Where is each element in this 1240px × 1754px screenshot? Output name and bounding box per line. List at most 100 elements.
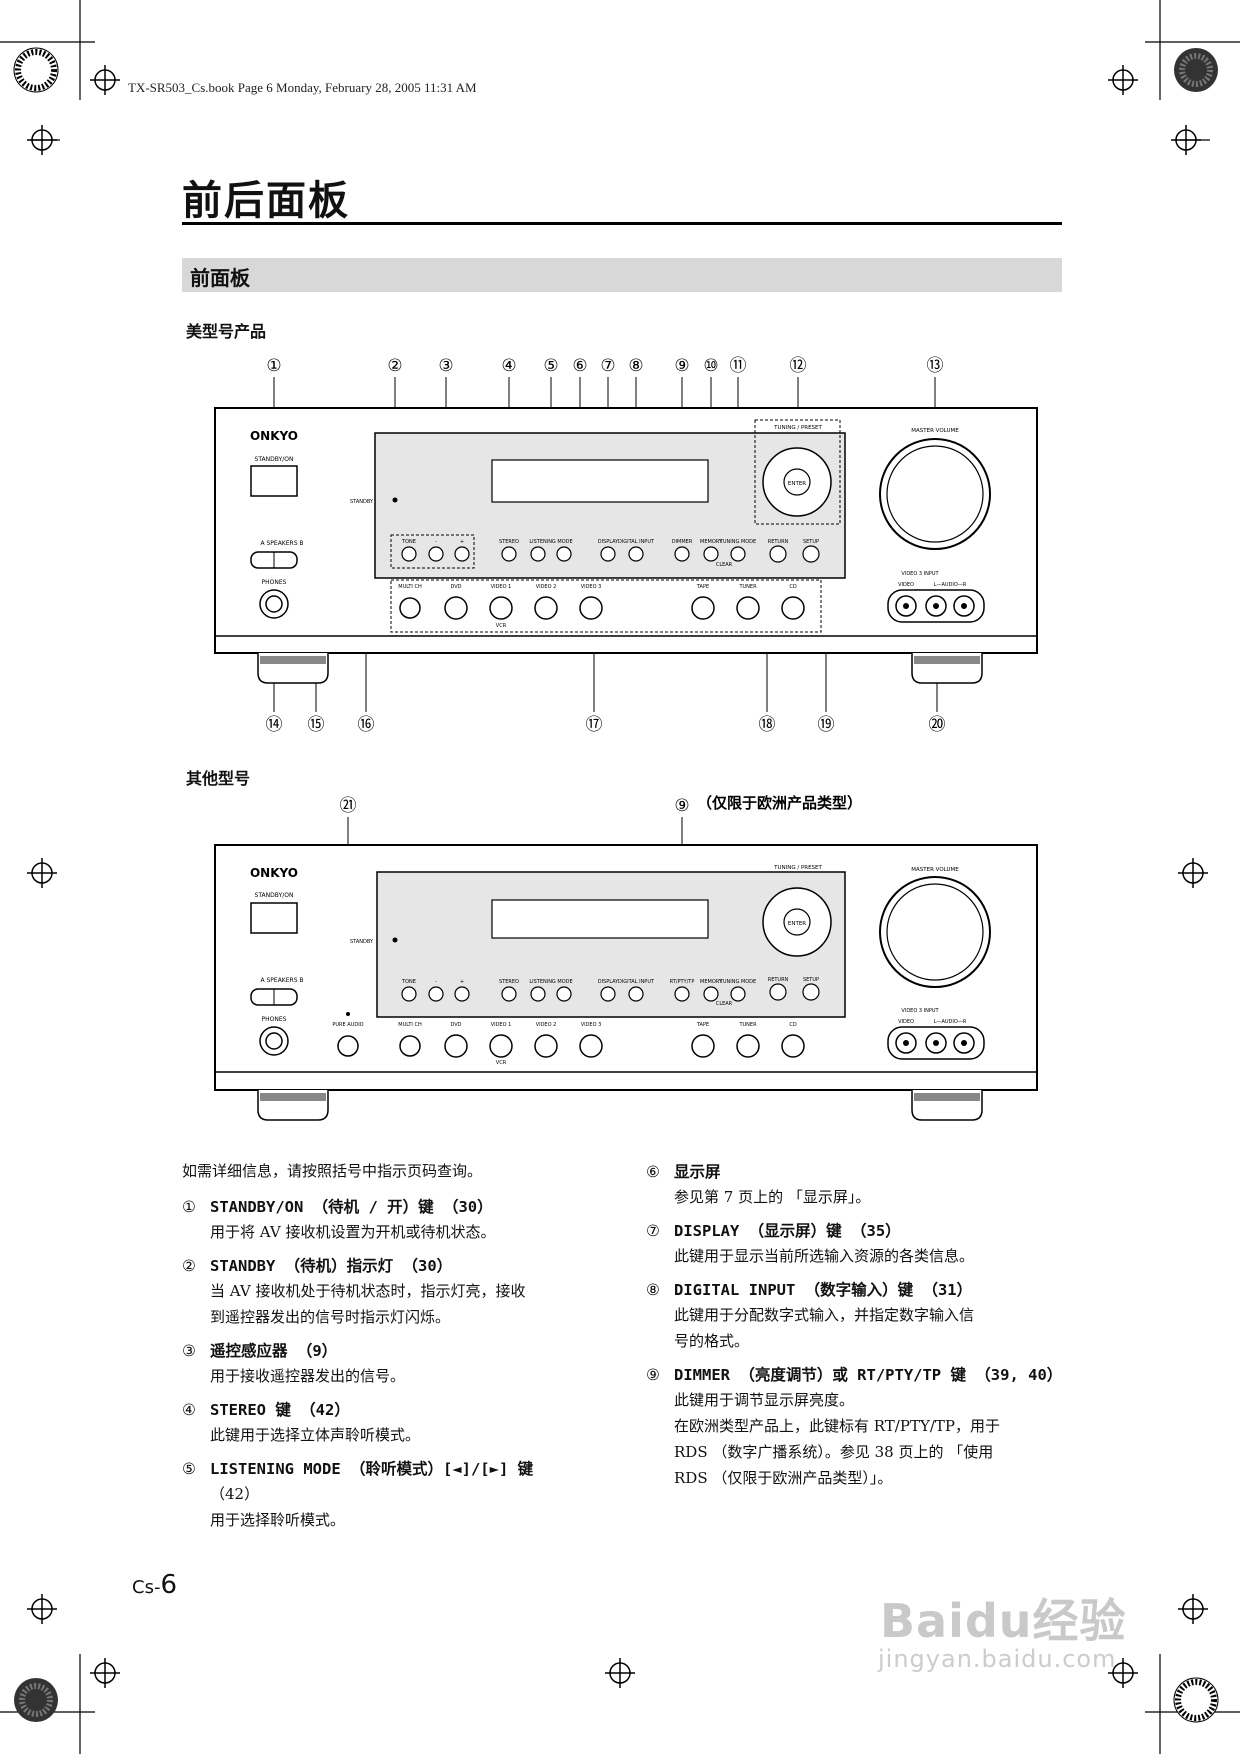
svg-text:A SPEAKERS B: A SPEAKERS B [260, 977, 303, 984]
page-number: Cs-6 [132, 1570, 177, 1600]
svg-text:DVD: DVD [450, 584, 461, 590]
enter-button[interactable] [783, 468, 811, 496]
callout-10: ⑩ [703, 356, 718, 376]
svg-text:VIDEO 2: VIDEO 2 [536, 584, 557, 590]
svg-text:ENTER: ENTER [788, 481, 806, 487]
svg-text:+: + [460, 539, 464, 545]
svg-text:DISPLAY: DISPLAY [598, 539, 619, 545]
svg-text:TUNER: TUNER [738, 1022, 757, 1028]
item-body: 参见第 7 页上的 「显示屏」。 [674, 1188, 871, 1206]
svg-text:VIDEO: VIDEO [898, 1019, 914, 1025]
svg-text:MULTI CH: MULTI CH [398, 584, 422, 590]
callout-9: ⑨ [674, 356, 689, 376]
svg-text:CD: CD [789, 584, 796, 590]
svg-text:SETUP: SETUP [803, 539, 819, 545]
starburst-mark-icon [13, 47, 1219, 1723]
svg-text:A SPEAKERS B: A SPEAKERS B [260, 540, 303, 547]
svg-text:MULTI CH: MULTI CH [398, 1022, 422, 1028]
svg-text:RT/PTY/TP: RT/PTY/TP [670, 979, 695, 985]
item-body: 此键用于选择立体声聆听模式。 [210, 1426, 421, 1444]
svg-text:VIDEO 3 INPUT: VIDEO 3 INPUT [901, 1008, 939, 1014]
callout-11: ⑪ [730, 356, 747, 376]
callout-16: ⑯ [358, 715, 375, 735]
book-page-info: TX-SR503_Cs.book Page 6 Monday, February… [128, 80, 477, 95]
svg-text:VIDEO 3: VIDEO 3 [581, 584, 602, 590]
svg-text:TUNING MODE: TUNING MODE [719, 539, 756, 545]
svg-text:L—AUDIO—R: L—AUDIO—R [934, 582, 967, 588]
svg-text:DIGITAL INPUT: DIGITAL INPUT [618, 539, 655, 545]
page-title: 前后面板 [182, 178, 350, 224]
svg-text:VIDEO 1: VIDEO 1 [491, 584, 512, 590]
standby-on-button[interactable] [250, 465, 298, 497]
section-bar [182, 258, 1062, 292]
svg-text:PHONES: PHONES [262, 1016, 287, 1023]
callout-13: ⑬ [927, 356, 944, 376]
svg-text:TONE: TONE [401, 979, 416, 985]
intro-text: 如需详细信息，请按照括号中指示页码查询。 [182, 1162, 483, 1180]
watermark: Baidu经验 [880, 1594, 1127, 1648]
callout-12: ⑫ [790, 356, 807, 376]
callout-15: ⑮ [308, 715, 325, 735]
svg-text:DVD: DVD [450, 1022, 461, 1028]
input-buttons[interactable] [399, 596, 805, 620]
watermark-url: jingyan.baidu.com [878, 1645, 1117, 1673]
callout-21: ㉑ [340, 796, 357, 816]
callout-18: ⑱ [759, 715, 776, 735]
callout-5: ⑤ [543, 356, 558, 376]
svg-text:-: - [435, 979, 437, 985]
registration-target-icon [27, 65, 1208, 1688]
svg-text:VCR: VCR [496, 1060, 507, 1066]
svg-text:-: - [435, 539, 437, 545]
svg-text:VIDEO 3: VIDEO 3 [581, 1022, 602, 1028]
svg-text:STANDBY: STANDBY [350, 939, 374, 945]
title-rule [182, 222, 1062, 225]
svg-text:TUNING MODE: TUNING MODE [719, 979, 756, 985]
pure-audio-button[interactable] [337, 1035, 359, 1057]
item-body: 此键用于分配数字式输入，并指定数字输入信号的格式。 [674, 1306, 975, 1350]
svg-text:PURE AUDIO: PURE AUDIO [332, 1022, 363, 1028]
svg-text:+: + [460, 979, 464, 985]
svg-text:VCR: VCR [496, 623, 507, 629]
us-model-label: 美型号产品 [186, 322, 267, 341]
callout-7: ⑦ [600, 356, 615, 376]
svg-text:DISPLAY: DISPLAY [598, 979, 619, 985]
svg-text:VIDEO 3 INPUT: VIDEO 3 INPUT [901, 571, 939, 577]
svg-text:VIDEO 1: VIDEO 1 [491, 1022, 512, 1028]
callout-9-eu: ⑨ [674, 796, 689, 816]
callout-9-note: （仅限于欧洲产品类型） [697, 794, 862, 812]
phones-jack[interactable] [259, 589, 289, 619]
callout-17: ⑰ [586, 715, 603, 735]
front-buttons[interactable] [401, 545, 820, 563]
svg-text:STEREO: STEREO [499, 539, 519, 545]
callout-1: ① [266, 356, 281, 376]
svg-text:STANDBY/ON: STANDBY/ON [255, 892, 294, 899]
svg-text:VIDEO 2: VIDEO 2 [536, 1022, 557, 1028]
item-body: 用于接收遥控器发出的信号。 [210, 1367, 406, 1385]
svg-text:SETUP: SETUP [803, 977, 819, 983]
master-volume-knob[interactable] [879, 438, 991, 550]
svg-text:MEMORY: MEMORY [700, 539, 723, 545]
item-body: 用于将 AV 接收机设置为开机或待机状态。 [210, 1223, 496, 1241]
svg-text:CLEAR: CLEAR [716, 562, 733, 568]
item-body: 当 AV 接收机处于待机状态时，指示灯亮，接收到遥控器发出的信号时指示灯闪烁。 [210, 1282, 526, 1326]
callout-14: ⑭ [266, 715, 283, 735]
callout-3: ③ [438, 356, 453, 376]
